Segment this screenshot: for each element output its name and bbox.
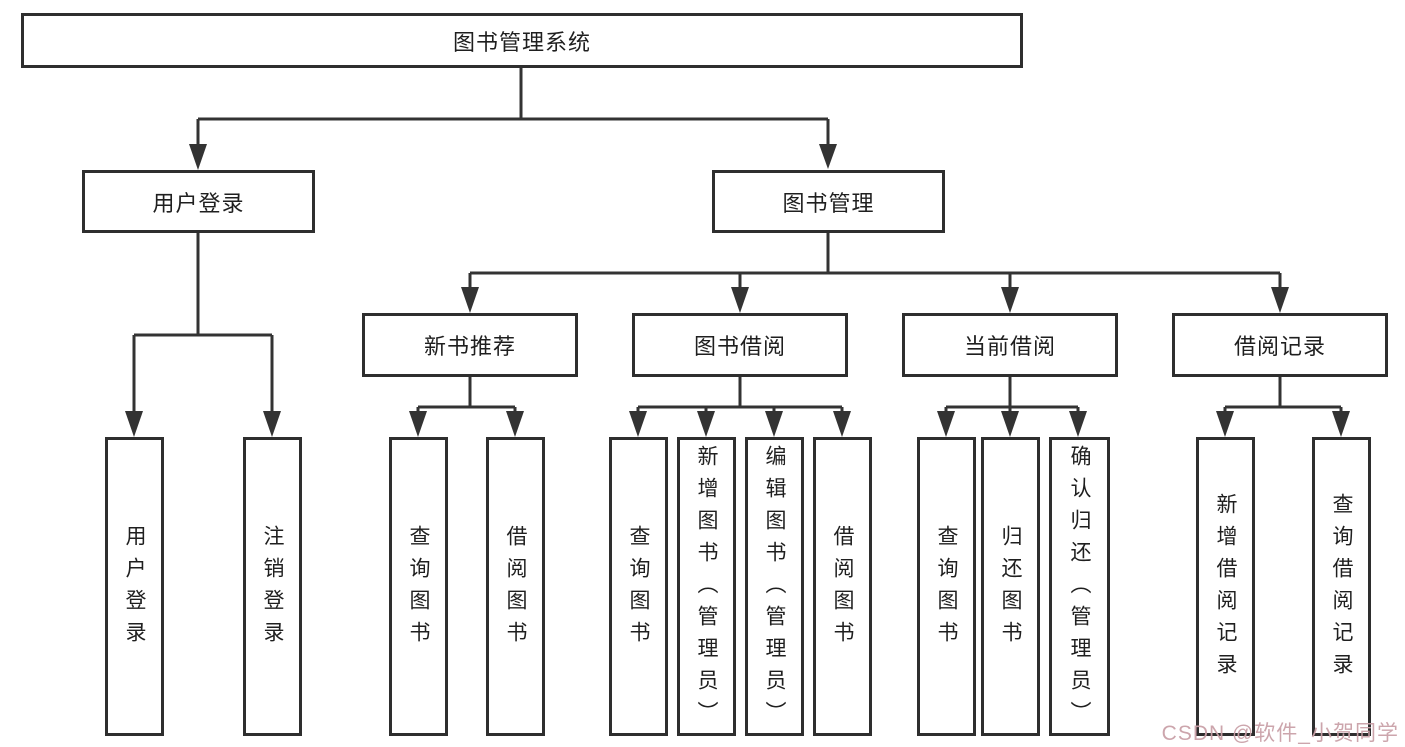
- leaf-add-borrow-record: 新增借阅记录: [1196, 437, 1255, 736]
- node-new-book-recommend: 新书推荐: [362, 313, 578, 377]
- node-borrow-records: 借阅记录: [1172, 313, 1388, 377]
- leaf-edit-book-admin: 编辑图书（管理员）: [745, 437, 804, 736]
- leaf-query-book-recommend: 查询图书: [389, 437, 448, 736]
- leaf-return-book: 归还图书: [981, 437, 1040, 736]
- node-current-borrow: 当前借阅: [902, 313, 1118, 377]
- leaf-borrow-book: 借阅图书: [813, 437, 872, 736]
- node-book-borrow: 图书借阅: [632, 313, 848, 377]
- node-book-management: 图书管理: [712, 170, 945, 233]
- arrowheads: [125, 144, 1350, 437]
- node-root: 图书管理系统: [21, 13, 1023, 68]
- node-user-login: 用户登录: [82, 170, 315, 233]
- leaf-query-book-borrow: 查询图书: [609, 437, 668, 736]
- leaf-borrow-book-recommend: 借阅图书: [486, 437, 545, 736]
- leaf-add-book-admin: 新增图书（管理员）: [677, 437, 736, 736]
- leaf-query-borrow-record: 查询借阅记录: [1312, 437, 1371, 736]
- leaf-confirm-return-admin: 确认归还（管理员）: [1049, 437, 1110, 736]
- leaf-query-book-current: 查询图书: [917, 437, 976, 736]
- leaf-logout: 注销登录: [243, 437, 302, 736]
- csdn-watermark: CSDN @软件_小贺同学: [1161, 722, 1399, 745]
- leaf-user-login: 用户登录: [105, 437, 164, 736]
